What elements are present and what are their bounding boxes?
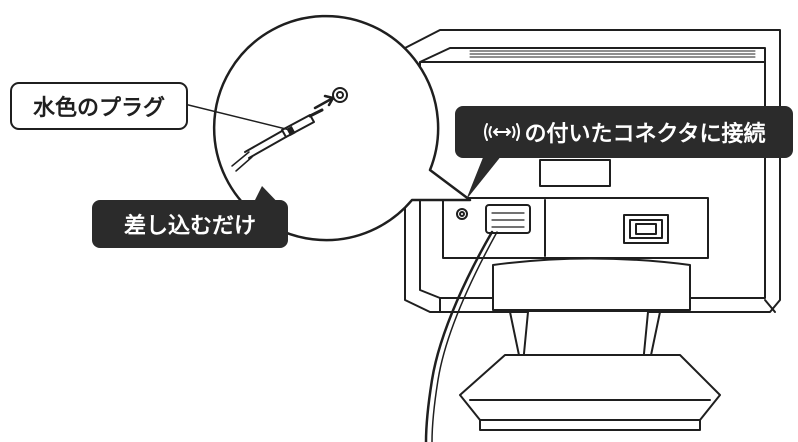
vga-cable bbox=[424, 230, 494, 442]
connector-callout: の付いたコネクタに接続 bbox=[455, 106, 793, 158]
zoom-circle bbox=[212, 14, 472, 242]
plug-label: 水色のプラグ bbox=[32, 96, 165, 121]
monitor-stand bbox=[459, 257, 721, 431]
connector-label: の付いたコネクタに接続 bbox=[524, 122, 766, 147]
audio-line-in-icon bbox=[482, 121, 522, 143]
audio-jack bbox=[456, 208, 468, 220]
vga-connector bbox=[485, 204, 531, 234]
connector-panel bbox=[442, 197, 709, 259]
insert-label: 差し込むだけ bbox=[123, 214, 256, 239]
insert-callout: 差し込むだけ bbox=[92, 200, 288, 248]
plug-callout: 水色のプラグ bbox=[10, 82, 188, 130]
